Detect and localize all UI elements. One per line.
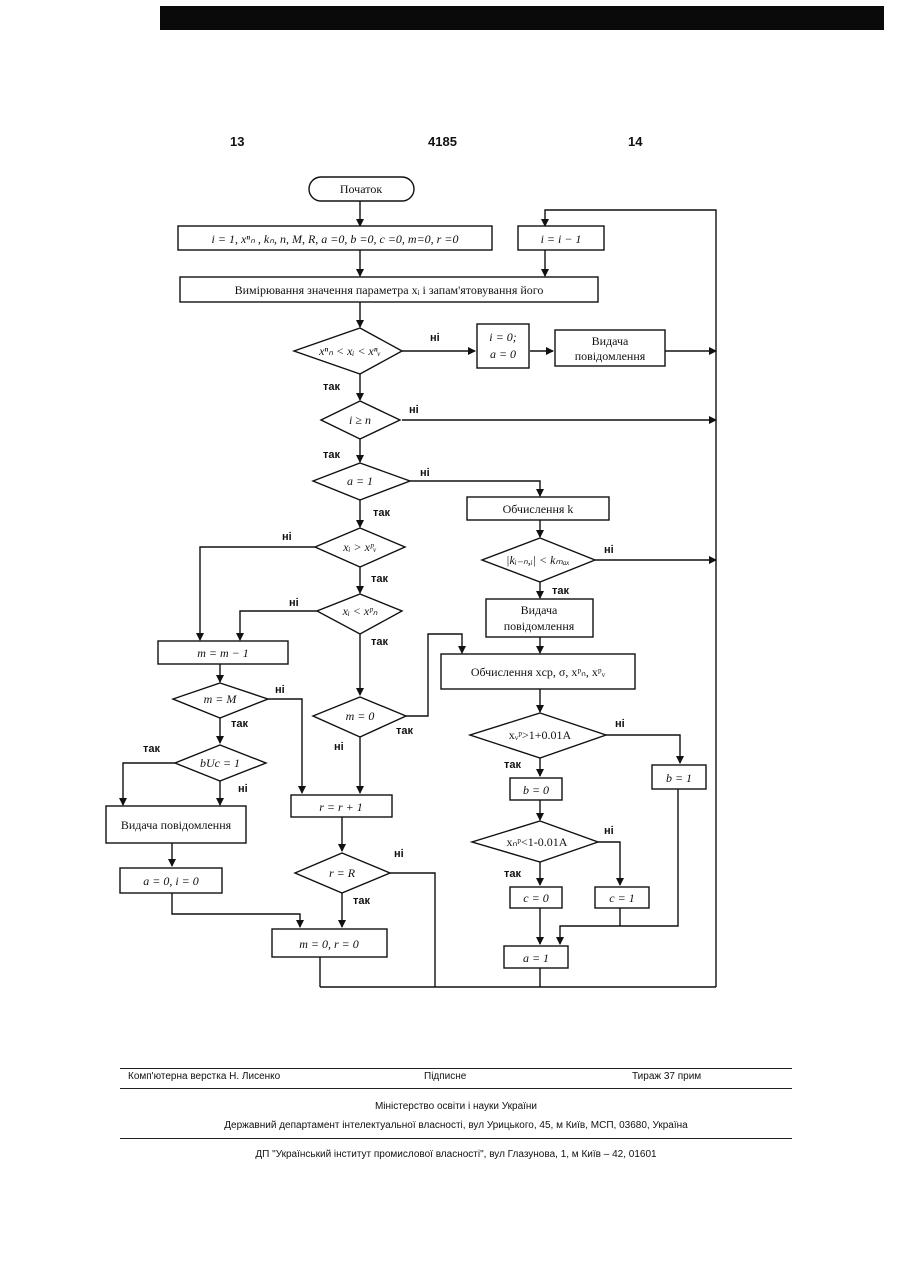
measure-label: Вимірювання значення параметра xᵢ і запа… bbox=[235, 283, 544, 297]
message-2-line-2: повідомлення bbox=[504, 619, 575, 633]
label-no: ні bbox=[289, 597, 299, 609]
start-label: Початок bbox=[340, 182, 382, 196]
reset-ai-block: a = 0, i = 0 bbox=[120, 868, 222, 893]
label-no: ні bbox=[275, 684, 285, 696]
m-eq-0-condition: m = 0 bbox=[346, 709, 375, 723]
reset-ia-block: i = 0; a = 0 bbox=[477, 324, 529, 368]
message-2-line-1: Видача bbox=[521, 603, 558, 617]
label-no: ні bbox=[615, 718, 625, 730]
calc-stats-block: Обчислення xср, σ, xᵖₙ, xᵖᵥ bbox=[441, 654, 635, 689]
reset-mr-block: m = 0, r = 0 bbox=[272, 929, 387, 957]
footer-rule-bottom bbox=[120, 1138, 792, 1139]
buc-condition: bUc = 1 bbox=[200, 756, 240, 770]
reset-mr-label: m = 0, r = 0 bbox=[299, 937, 359, 951]
xv-decision: xᵥᵖ>1+0.01A bbox=[470, 713, 606, 758]
label-yes: так bbox=[371, 636, 389, 648]
label-no: ні bbox=[394, 848, 404, 860]
increment-i-label: i = i − 1 bbox=[541, 232, 582, 246]
init-label: i = 1, xⁿₙ , kₙ, n, M, R, a =0, b =0, c … bbox=[212, 232, 459, 246]
xn-condition: xₙᵖ<1-0.01A bbox=[507, 835, 568, 849]
x-gt-condition: xᵢ > xᵖᵥ bbox=[342, 540, 376, 554]
footer-rule-top bbox=[120, 1068, 792, 1069]
i-ge-n-decision: i ≥ n bbox=[321, 401, 400, 439]
m-eq-M-condition: m = M bbox=[204, 692, 238, 706]
xn-decision: xₙᵖ<1-0.01A bbox=[472, 821, 598, 862]
b-zero-block: b = 0 bbox=[510, 778, 562, 800]
i-ge-n-condition: i ≥ n bbox=[349, 413, 371, 427]
subscription-note: Підписне bbox=[424, 1071, 466, 1082]
b-one-label: b = 1 bbox=[666, 771, 692, 785]
x-lt-decision: xᵢ < xᵖₙ bbox=[317, 594, 402, 634]
label-no: ні bbox=[409, 404, 419, 416]
a-eq-1-decision: a = 1 bbox=[313, 463, 410, 500]
circulation-note: Тираж 37 прим bbox=[632, 1071, 701, 1082]
calc-k-block: Обчислення k bbox=[467, 497, 609, 520]
reset-ai-label: a = 0, i = 0 bbox=[143, 874, 199, 888]
message-block-3: Видача повідомлення bbox=[106, 806, 246, 843]
label-yes: так bbox=[323, 449, 341, 461]
layout-credit: Комп'ютерна верстка Н. Лисенко bbox=[128, 1071, 280, 1082]
label-yes: так bbox=[371, 573, 389, 585]
x-lt-condition: xᵢ < xᵖₙ bbox=[342, 604, 378, 618]
label-yes: так bbox=[353, 895, 371, 907]
k-condition: |kᵢ₋ₙ,ᵢ| < kₘₐₓ bbox=[506, 553, 570, 567]
x-gt-decision: xᵢ > xᵖᵥ bbox=[315, 528, 405, 567]
measure-block: Вимірювання значення параметра xᵢ і запа… bbox=[180, 277, 598, 302]
label-yes: так bbox=[231, 718, 249, 730]
reset-a-label: a = 0 bbox=[490, 347, 516, 361]
footer-row-1: Комп'ютерна верстка Н. Лисенко Підписне … bbox=[120, 1071, 792, 1085]
m-decrement-block: m = m − 1 bbox=[158, 641, 288, 664]
label-yes: так bbox=[552, 585, 570, 597]
message-1-line-1: Видача bbox=[592, 334, 629, 348]
label-yes: так bbox=[396, 725, 414, 737]
footer-rule-middle bbox=[120, 1088, 792, 1089]
message-block-2: Видача повідомлення bbox=[486, 599, 593, 637]
label-no: ні bbox=[430, 332, 440, 344]
label-yes: так bbox=[504, 868, 522, 880]
label-yes: так bbox=[504, 759, 522, 771]
reset-i-label: i = 0; bbox=[489, 330, 516, 344]
a-eq-1-condition: a = 1 bbox=[347, 474, 373, 488]
c-zero-label: c = 0 bbox=[523, 891, 548, 905]
message-block-1: Видача повідомлення bbox=[555, 330, 665, 366]
m-decrement-label: m = m − 1 bbox=[197, 646, 249, 660]
xv-condition: xᵥᵖ>1+0.01A bbox=[509, 728, 572, 742]
r-increment-label: r = r + 1 bbox=[319, 800, 363, 814]
b-zero-label: b = 0 bbox=[523, 783, 549, 797]
buc-decision: bUc = 1 bbox=[175, 745, 266, 781]
institute-line: ДП "Український інститут промислової вла… bbox=[120, 1149, 792, 1160]
ministry-line: Міністерство освіти і науки України bbox=[120, 1101, 792, 1112]
calc-k-label: Обчислення k bbox=[503, 502, 574, 516]
range-decision: xⁿₙ < xᵢ < xⁿᵥ bbox=[294, 328, 402, 374]
r-eq-R-condition: r = R bbox=[329, 866, 356, 880]
r-increment-block: r = r + 1 bbox=[291, 795, 392, 817]
label-no: ні bbox=[604, 544, 614, 556]
message-3-label: Видача повідомлення bbox=[121, 818, 232, 832]
range-condition: xⁿₙ < xᵢ < xⁿᵥ bbox=[318, 344, 381, 358]
label-yes: так bbox=[143, 743, 161, 755]
c-zero-block: c = 0 bbox=[510, 887, 562, 908]
k-decision: |kᵢ₋ₙ,ᵢ| < kₘₐₓ bbox=[482, 538, 595, 582]
a-one-label: a = 1 bbox=[523, 951, 549, 965]
label-no: ні bbox=[604, 825, 614, 837]
start-terminal: Початок bbox=[309, 177, 414, 201]
calc-stats-label: Обчислення xср, σ, xᵖₙ, xᵖᵥ bbox=[471, 665, 606, 679]
init-block: i = 1, xⁿₙ , kₙ, n, M, R, a =0, b =0, c … bbox=[178, 226, 492, 250]
c-one-block: c = 1 bbox=[595, 887, 649, 908]
a-one-block: a = 1 bbox=[504, 946, 568, 968]
c-one-label: c = 1 bbox=[609, 891, 634, 905]
m-eq-0-decision: m = 0 bbox=[313, 697, 406, 737]
m-eq-M-decision: m = M bbox=[173, 683, 268, 718]
label-no: ні bbox=[238, 783, 248, 795]
increment-i-block: i = i − 1 bbox=[518, 226, 604, 250]
label-no: ні bbox=[282, 531, 292, 543]
label-no: ні bbox=[334, 741, 344, 753]
b-one-block: b = 1 bbox=[652, 765, 706, 789]
r-eq-R-decision: r = R bbox=[295, 853, 390, 893]
label-yes: так bbox=[323, 381, 341, 393]
label-no: ні bbox=[420, 467, 430, 479]
message-1-line-2: повідомлення bbox=[575, 349, 646, 363]
department-line: Державний департамент інтелектуальної вл… bbox=[120, 1120, 792, 1131]
label-yes: так bbox=[373, 507, 391, 519]
